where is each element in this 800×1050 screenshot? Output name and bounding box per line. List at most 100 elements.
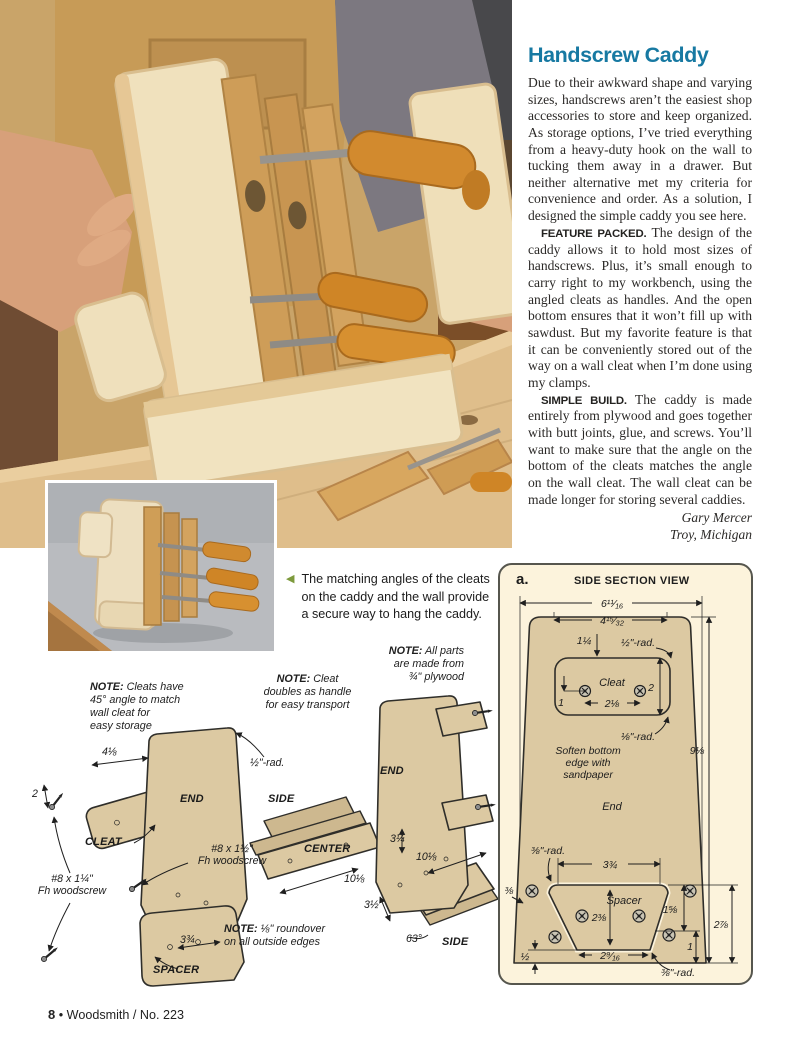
note-soften-line1: Soften bottom [555, 745, 621, 757]
screw125-leader-down [47, 902, 71, 952]
article-title: Handscrew Caddy [528, 43, 709, 67]
byline: Gary Mercer Troy, Michigan [528, 510, 752, 544]
screw-type: Fh woodscrew [197, 855, 267, 867]
dim-screw-span: 2⅛ [604, 698, 620, 710]
paragraph-lead: SIMPLE BUILD. [541, 394, 627, 407]
exploded-view-diagram: NOTE: Cleats have 45° angle to match wal… [28, 645, 498, 1005]
label-cleat: CLEAT [85, 836, 122, 848]
dim-spacer-height: 2⅜ [591, 912, 607, 924]
dim-half-radius: ½"-rad. [250, 757, 285, 769]
byline-name: Gary Mercer [681, 510, 752, 526]
left-hand [0, 130, 132, 332]
footer-title: Woodsmith / No. 223 [66, 1008, 185, 1022]
note-line: Cleats have [126, 681, 184, 693]
dim-spacer-width: 3¾ [180, 934, 195, 946]
page-number: 8 [48, 1007, 56, 1022]
caddy-base [143, 353, 464, 490]
dim-side-height: 3¼ [390, 833, 405, 845]
dim-side-length: 10⅛ [416, 851, 437, 863]
inset-caption: ◀ The matching angles of the cleats on t… [286, 571, 494, 624]
dim-spacer-top: 3¾ [603, 859, 618, 871]
note-lead: NOTE: [90, 681, 124, 693]
article-column: Handscrew Caddy Due to their awkward sha… [528, 43, 752, 544]
byline-city: Troy, Michigan [669, 527, 752, 543]
center-rear-edge [249, 810, 367, 856]
screw125-leader-up [51, 816, 71, 874]
screw-icon [662, 928, 676, 942]
footer-bullet: • [58, 1008, 64, 1022]
screw-size: #8 x 1¼" [51, 873, 93, 885]
label-side-right: SIDE [442, 936, 469, 948]
note-line: ¾" plywood [408, 670, 464, 683]
note-lead: NOTE: [276, 673, 311, 685]
main-photo [0, 0, 527, 548]
label-spacer: SPACER [153, 964, 200, 976]
dim-one-bottom: 1 [687, 941, 693, 953]
dim-cleat-width: 2 [32, 788, 38, 800]
caption-arrow-icon: ◀ [286, 573, 295, 585]
dim-cleat-radius: ½"-rad. [621, 637, 655, 649]
note-lead: NOTE: [388, 645, 423, 657]
cleat-leader [133, 824, 156, 844]
exploded-view-drawing [41, 695, 498, 987]
dim-side-length-arrow [427, 851, 487, 875]
screw-icon [632, 909, 646, 923]
paragraph-body: The design of the caddy allows it to hol… [528, 224, 752, 390]
spacer-leader [154, 956, 179, 970]
article-paragraph-2: FEATURE PACKED. The design of the caddy … [528, 225, 752, 392]
dim-top-offset: 1¼ [577, 635, 592, 647]
side-section-view-box: a. SIDE SECTION VIEW [498, 563, 753, 985]
wall-caddy-clamps [143, 506, 260, 626]
section-view-drawing: 6¹¹⁄₁₆ 4¹⁵⁄₃₂ 1¼ ½"-rad. Cleat 1 2 2⅛ ⅛"… [505, 596, 738, 979]
dim-cleat-length-arrow [91, 755, 149, 768]
dim-half: ½ [521, 951, 530, 963]
dim-width-top: 6¹¹⁄₁₆ [601, 598, 624, 610]
dim-edge-radius: ⅛"-rad. [621, 731, 655, 743]
dim-angle: 63° [406, 933, 423, 945]
screw-icon [525, 884, 539, 898]
angle-arc [409, 934, 429, 940]
screw-icon [633, 684, 647, 698]
note-line: All parts [424, 645, 464, 657]
main-photo-illustration [0, 0, 527, 548]
note-line: 45° angle to match [90, 693, 181, 706]
figure-letter: a. [516, 571, 529, 588]
label-end-section: End [602, 801, 622, 813]
dim-one: 1 [558, 697, 564, 709]
section-view-title: SIDE SECTION VIEW [573, 575, 690, 587]
label-spacer-section: Spacer [607, 895, 643, 907]
screw-callout-long: #8 x 1½" Fh woodscrew [178, 843, 286, 867]
woodscrew-icon [49, 792, 64, 810]
label-end-left: END [180, 793, 204, 805]
caddy-foot [74, 291, 167, 403]
dim-center-length-arrow [279, 867, 359, 895]
note-line: for easy transport [265, 698, 350, 711]
inset-photo [45, 480, 277, 654]
note-line: doubles as handle [263, 685, 352, 698]
screw-callout-short: #8 x 1¼" Fh woodscrew [28, 873, 116, 897]
dim-height: 9⅛ [690, 745, 705, 757]
note-cleats: NOTE: Cleats have 45° angle to match wal… [90, 681, 215, 733]
page-footer: 8 • Woodsmith / No. 223 [48, 1007, 184, 1022]
cleat-pad-top [435, 701, 488, 737]
paragraph-lead: FEATURE PACKED. [541, 227, 647, 240]
dim-side-width: 3½ [364, 899, 379, 911]
note-line: are made from [393, 657, 464, 670]
screw-icon [683, 884, 697, 898]
article-paragraph-3: SIMPLE BUILD. The caddy is made entirely… [528, 392, 752, 509]
note-line: on all outside edges [224, 935, 321, 948]
dim-three-eighths: ⅜ [505, 885, 514, 897]
dim-center-length: 10⅛ [344, 873, 365, 885]
rad-leader [235, 732, 265, 758]
cleat-cutout [554, 657, 671, 716]
screw-icon [548, 930, 562, 944]
bench-clamp [316, 427, 514, 522]
dim-width-screws: 4¹⁵⁄₃₂ [600, 615, 624, 627]
note-line: easy storage [90, 719, 152, 732]
inset-photo-illustration [48, 483, 274, 651]
article-paragraph-1: Due to their awkward shape and varying s… [528, 75, 752, 224]
note-soften-line2: edge with [566, 757, 611, 769]
note-material: NOTE: All parts are made from ¾" plywood [356, 645, 464, 684]
dim-two: 2 [647, 682, 654, 694]
woodscrew-icon [475, 803, 496, 810]
